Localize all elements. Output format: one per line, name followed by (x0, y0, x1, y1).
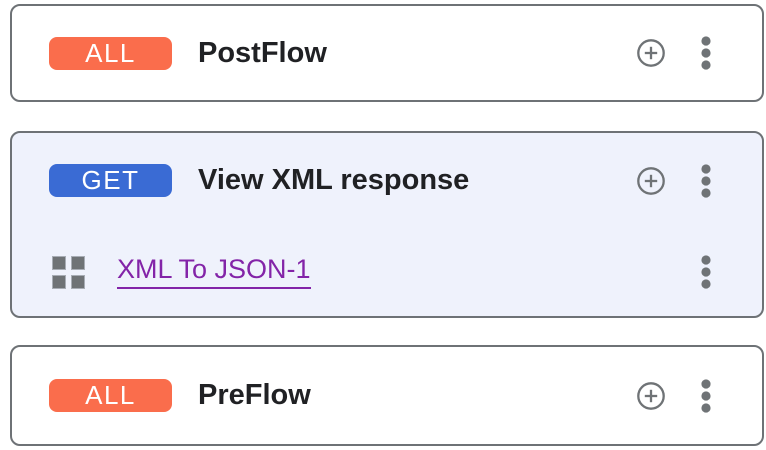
flow-card-postflow[interactable]: ALL PostFlow (10, 4, 764, 102)
policy-step-row[interactable]: XML To JSON-1 (12, 228, 762, 316)
more-vert-icon (701, 378, 711, 413)
flow-title: PreFlow (198, 379, 311, 411)
flow-card-preflow[interactable]: ALL PreFlow (10, 345, 764, 446)
more-vert-icon (701, 255, 711, 289)
method-badge: ALL (49, 379, 172, 412)
add-step-button[interactable] (636, 166, 666, 196)
more-vert-icon (701, 36, 711, 70)
add-step-button[interactable] (636, 381, 666, 411)
flow-title: PostFlow (198, 36, 327, 69)
plus-circle-icon (636, 381, 666, 411)
plus-circle-icon (636, 166, 666, 196)
flow-menu-button[interactable] (701, 36, 711, 70)
flow-menu-button[interactable] (701, 378, 711, 413)
flow-header-row: ALL PostFlow (12, 6, 762, 100)
flow-header-row: ALL PreFlow (12, 349, 762, 443)
flow-menu-button[interactable] (701, 163, 711, 198)
flow-title: View XML response (198, 164, 470, 196)
add-step-button[interactable] (636, 38, 666, 68)
more-vert-icon (701, 163, 711, 198)
policy-link[interactable]: XML To JSON-1 (117, 255, 311, 289)
plus-circle-icon (636, 38, 666, 68)
policy-menu-button[interactable] (701, 255, 711, 289)
flow-header-row: GET View XML response (12, 133, 762, 228)
method-badge: ALL (49, 36, 172, 70)
flow-card-view-xml-response[interactable]: GET View XML response (10, 131, 764, 318)
grid-icon (52, 255, 85, 289)
method-badge: GET (49, 164, 172, 197)
